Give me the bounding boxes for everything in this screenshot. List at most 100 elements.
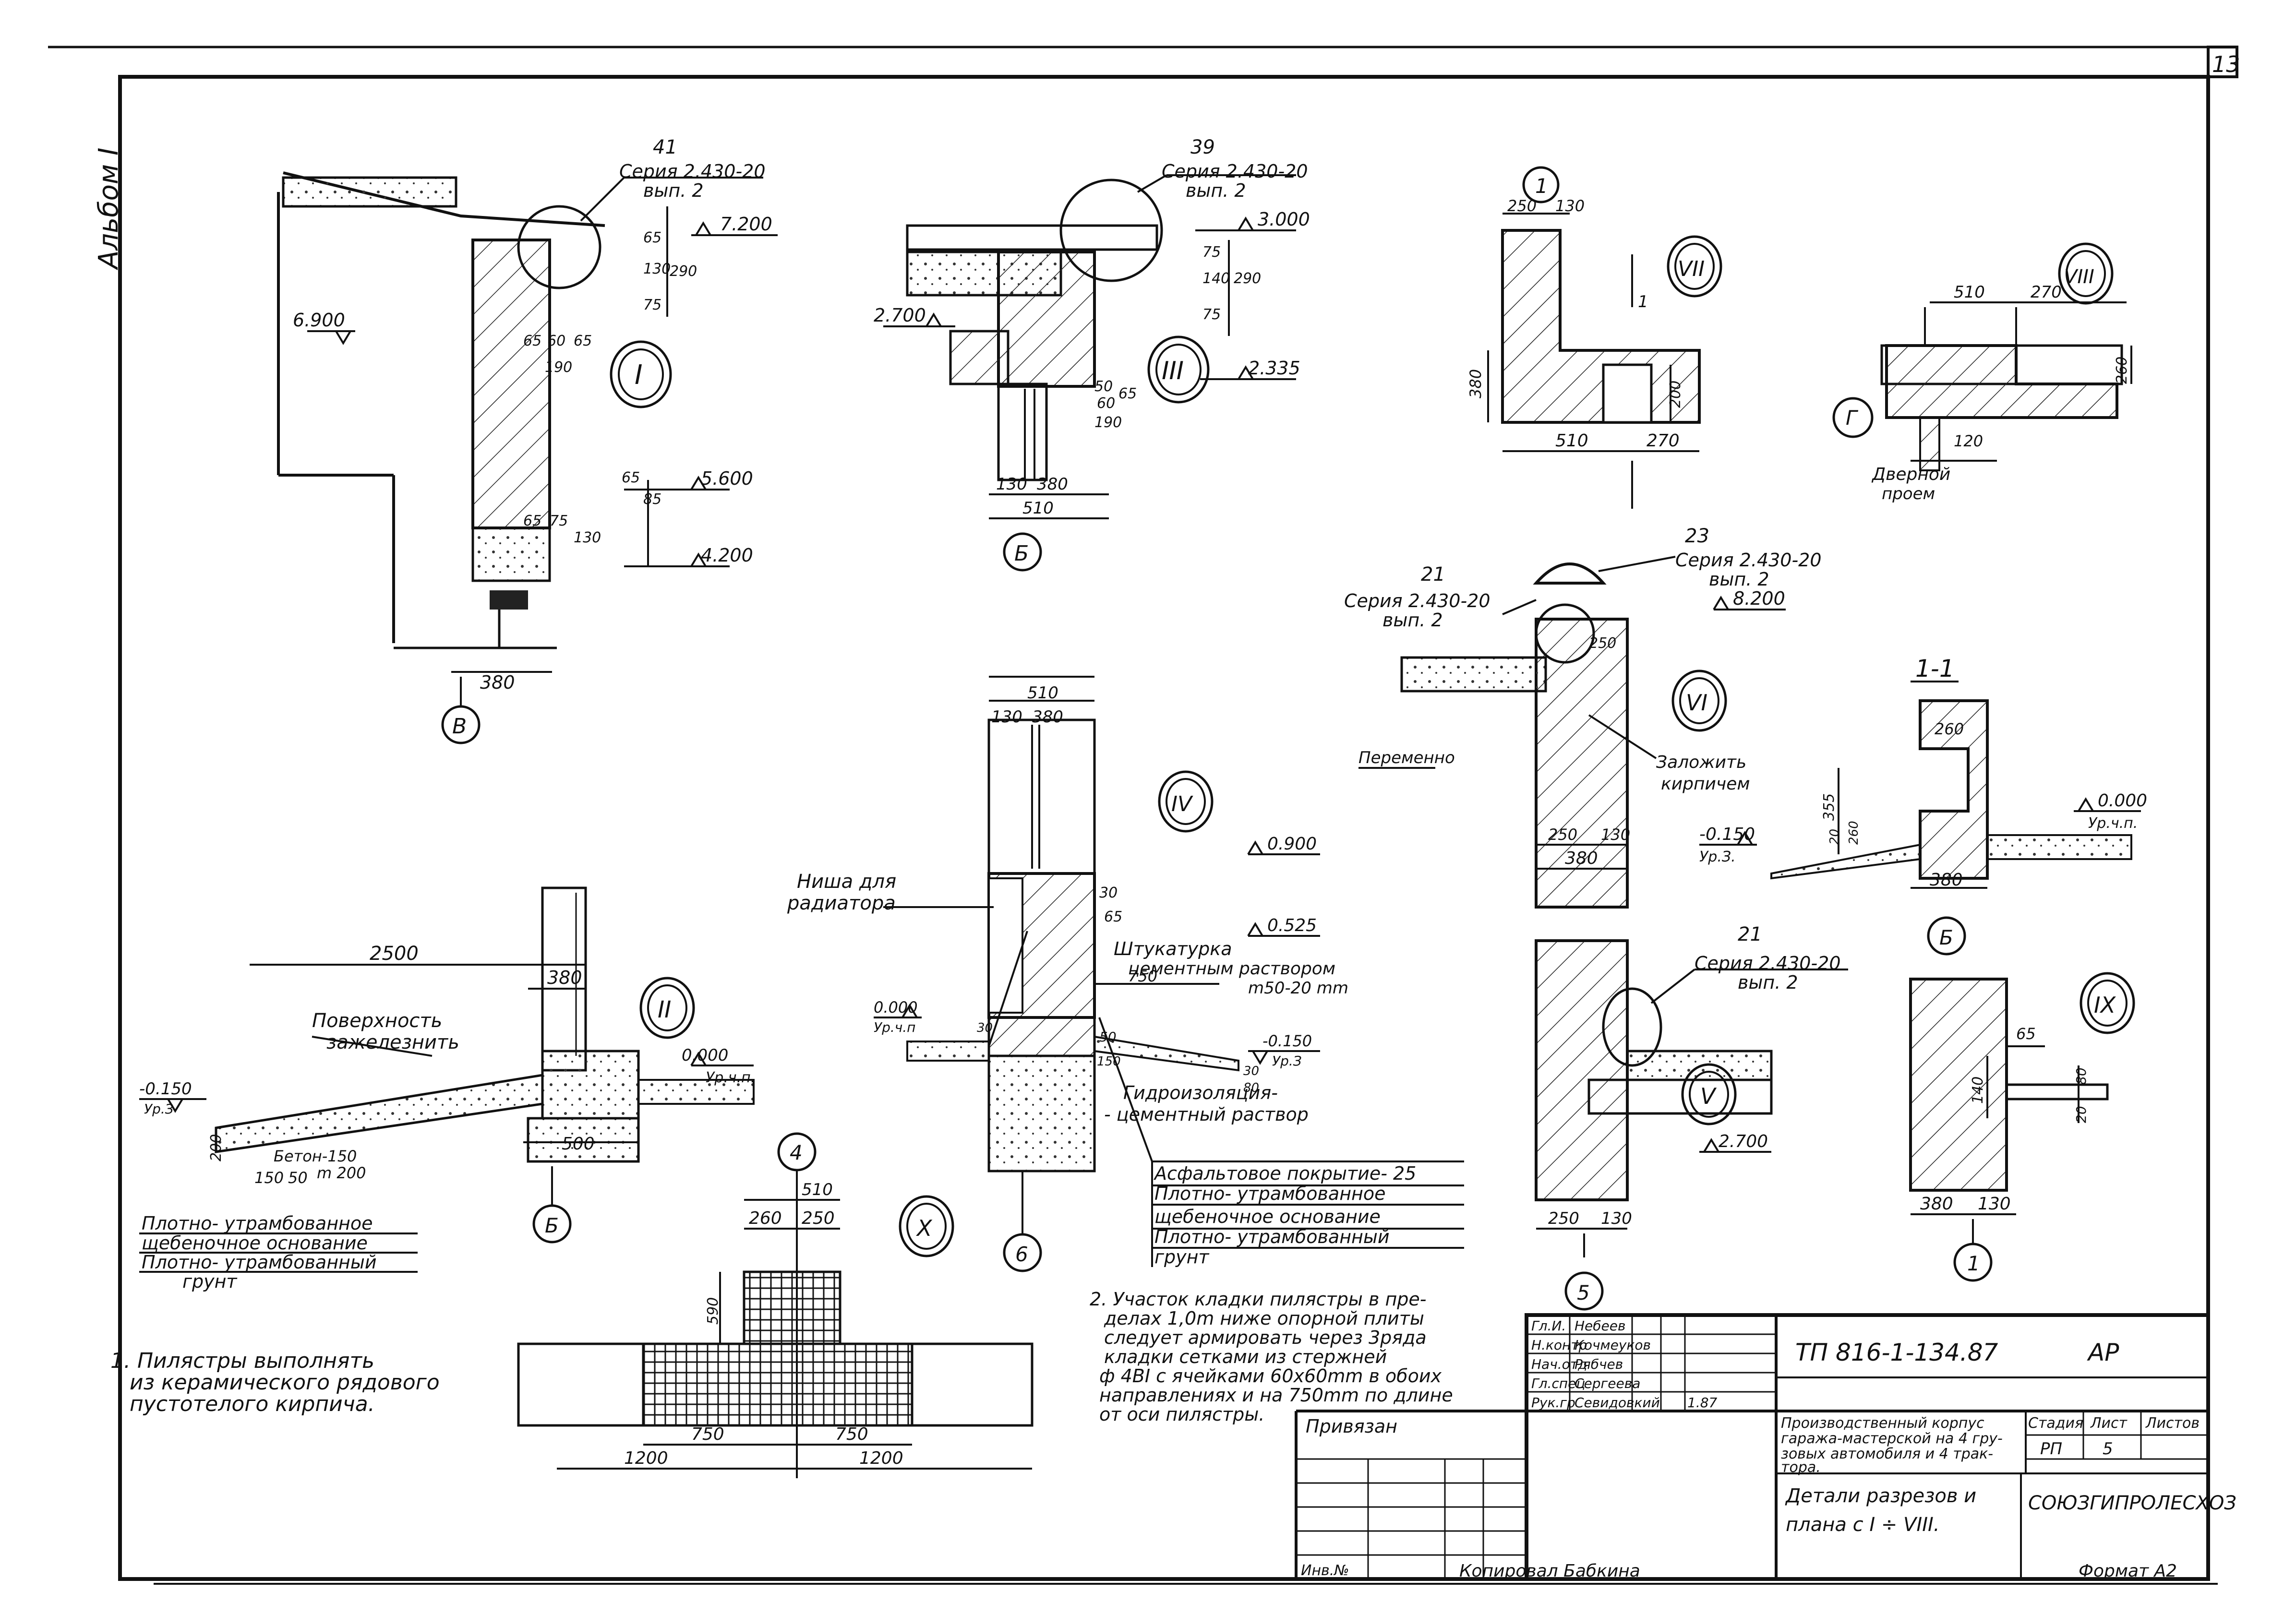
detail-IV-level-1: 0.900: [1267, 834, 1317, 854]
note-1-line-2: из керамического рядового: [130, 1370, 440, 1395]
section-1-1-level-2-tag: Ур.З.: [1699, 849, 1736, 865]
detail-IV-dim-8: 30: [977, 1021, 993, 1035]
detail-III-dim-2: 140: [1202, 270, 1230, 287]
detail-II-level-1-tag: Ур.З: [144, 1101, 174, 1117]
legend-left-1: Плотно- утрамбованное: [142, 1213, 373, 1234]
detail-III-dim-10: 380: [1037, 475, 1068, 494]
detail-V: 21 Серия 2.430-20 вып. 2 2.700 250 130 V…: [1535, 923, 1848, 1311]
detail-III-dim-8: 190: [1094, 414, 1122, 431]
title-block-role-2: Н.контр: [1531, 1337, 1587, 1353]
detail-V-dim-2: 130: [1601, 1209, 1632, 1228]
section-1-1-level-1-tag: Ур.ч.п.: [2088, 815, 2138, 832]
detail-VIII: 510 270 260 120 Дверной проем Г VIII: [1832, 242, 2132, 503]
detail-III-dim-5: 50: [1094, 378, 1113, 395]
detail-II-note-3: Бетон-150: [274, 1147, 357, 1165]
detail-III-dim-6: 65: [1118, 385, 1137, 402]
section-1-1-title: 1-1: [1915, 655, 1955, 682]
title-block-sheets-head: Листов: [2145, 1415, 2200, 1432]
detail-VI-ref-top-line2: вып. 2: [1709, 569, 1769, 590]
detail-X-dim-2: 260: [749, 1208, 782, 1228]
title-block-name-4: Сергеева: [1575, 1376, 1640, 1391]
detail-IV-note-6: Гидроизоляция-: [1123, 1082, 1278, 1103]
detail-VI-dim-1: 250: [1589, 635, 1616, 652]
detail-IV-dim-7: 50: [1099, 1029, 1117, 1045]
detail-II-level-1: -0.150: [139, 1079, 192, 1099]
detail-III-level-1: 3.000: [1258, 209, 1310, 230]
title-block-desc-4: тора.: [1781, 1459, 1821, 1476]
title-block-name-1: Небеев: [1575, 1318, 1626, 1334]
detail-IX: 65 140 80 20 380 130 IX 1: [1909, 972, 2135, 1282]
detail-IV-note-5: m50-20 mm: [1248, 979, 1348, 998]
detail-X-roman: X: [916, 1215, 933, 1241]
detail-VIII-roman: VIII: [2064, 266, 2094, 288]
title-block-desc-2: гаража-мастерской на 4 гру-: [1781, 1430, 2003, 1447]
note-2-line-7: от оси пилястры.: [1099, 1404, 1264, 1425]
detail-I-dim-2: 130: [643, 261, 671, 277]
section-1-1-dim-1: 260: [1935, 720, 1964, 738]
detail-I-dim-1: 65: [643, 229, 661, 246]
note-2-line-1: 2. Участок кладки пилястры в пре-: [1090, 1289, 1427, 1310]
detail-I-dim-3: 290: [670, 263, 697, 280]
detail-X-dim-4: 590: [705, 1297, 721, 1325]
detail-X-dim-8: 1200: [859, 1448, 903, 1468]
detail-VIII-dim-2: 270: [2031, 283, 2062, 302]
legend-left-2: щебеночное основание: [142, 1232, 368, 1254]
detail-VI-roman: VI: [1686, 690, 1707, 716]
section-1-1-axis: Б: [1939, 926, 1953, 949]
legend-layer-3: щебеночное основание: [1154, 1206, 1381, 1227]
detail-II-note-4: m 200: [317, 1164, 366, 1182]
detail-I-dim-6: 60: [547, 333, 565, 349]
detail-VII-dim-2: 130: [1555, 197, 1585, 215]
sheet-number: 13: [2212, 51, 2240, 77]
detail-V-ref-num: 21: [1738, 923, 1762, 945]
detail-III-ref-line1: Серия 2.430-20: [1162, 161, 1308, 182]
detail-I-ref-line2: вып. 2: [643, 180, 704, 201]
detail-VIII-note-1: Дверной: [1871, 465, 1950, 484]
detail-IV-dim-3: 380: [1032, 707, 1063, 727]
detail-V-dim-1: 250: [1548, 1209, 1579, 1228]
detail-IV-dim-9: 150: [1097, 1054, 1121, 1069]
title-block-sheet-head: Лист: [2090, 1415, 2128, 1432]
legend-left-4: грунт: [182, 1271, 238, 1292]
title-block-role-5: Рук.гр: [1531, 1395, 1575, 1411]
detail-IV-dim-5: 65: [1104, 909, 1122, 925]
detail-I-ref-num: 41: [653, 136, 677, 158]
album-label: Альбом I: [93, 148, 124, 270]
detail-IV-level-4: -0.150: [1262, 1032, 1312, 1050]
detail-I-dim-14: 380: [480, 672, 515, 693]
detail-VI-ref-top-num: 23: [1685, 525, 1709, 547]
title-block-name-2: Кочмеуков: [1575, 1337, 1651, 1353]
detail-VII-dim-1: 250: [1507, 197, 1537, 215]
detail-II-note-1: Поверхность: [312, 1010, 442, 1032]
detail-III-dim-3: 290: [1234, 270, 1261, 287]
note-2-line-4: кладки сетками из стержней: [1104, 1346, 1387, 1367]
detail-X-dim-3: 250: [802, 1208, 835, 1228]
detail-II-level-2-tag: Ур.ч.п.: [706, 1069, 755, 1086]
detail-II-level-2: 0.000: [682, 1046, 728, 1065]
detail-X-dim-7: 1200: [624, 1448, 668, 1468]
detail-VI: 23 Серия 2.430-20 вып. 2 21 Серия 2.430-…: [1344, 525, 1822, 909]
title-block-name-3: Рябчев: [1575, 1356, 1623, 1372]
detail-II-note-2: зажелезнить: [326, 1031, 459, 1053]
detail-VI-note-left: Переменно: [1358, 748, 1455, 767]
detail-III-dim-7: 60: [1097, 395, 1115, 412]
detail-IX-axis: 1: [1967, 1252, 1980, 1275]
detail-II-roman: II: [658, 996, 671, 1023]
detail-VI-ref-left-line2: вып. 2: [1382, 610, 1443, 631]
detail-IV-dim-4: 30: [1099, 885, 1118, 901]
detail-VII-dim-3: 380: [1467, 369, 1485, 398]
detail-VIII-note-2: проем: [1882, 484, 1935, 503]
title-block-desc-3: зовых автомобиля и 4 трак-: [1781, 1446, 1993, 1462]
detail-I-level-4: 4.200: [701, 545, 753, 566]
section-1-1-level-1: 0.000: [2098, 791, 2147, 811]
detail-I-dim-10: 75: [550, 513, 568, 529]
detail-X: 510 260 250 590 750 750 1200 1200 4 X: [517, 1132, 1034, 1478]
title-block-code: ТП 816-1-134.87: [1795, 1339, 1998, 1366]
detail-IX-dim-2: 140: [1970, 1077, 1986, 1104]
note-2-line-5: ф 4ВI с ячейками 60х60mm в обоих: [1099, 1365, 1442, 1387]
title-block-inv: Инв.№: [1301, 1562, 1349, 1579]
detail-I-dim-4: 75: [643, 297, 661, 313]
detail-I-dim-12: 65: [523, 513, 541, 529]
title-block-date: 1.87: [1687, 1395, 1718, 1411]
detail-VI-ref-top-line1: Серия 2.430-20: [1675, 550, 1822, 571]
